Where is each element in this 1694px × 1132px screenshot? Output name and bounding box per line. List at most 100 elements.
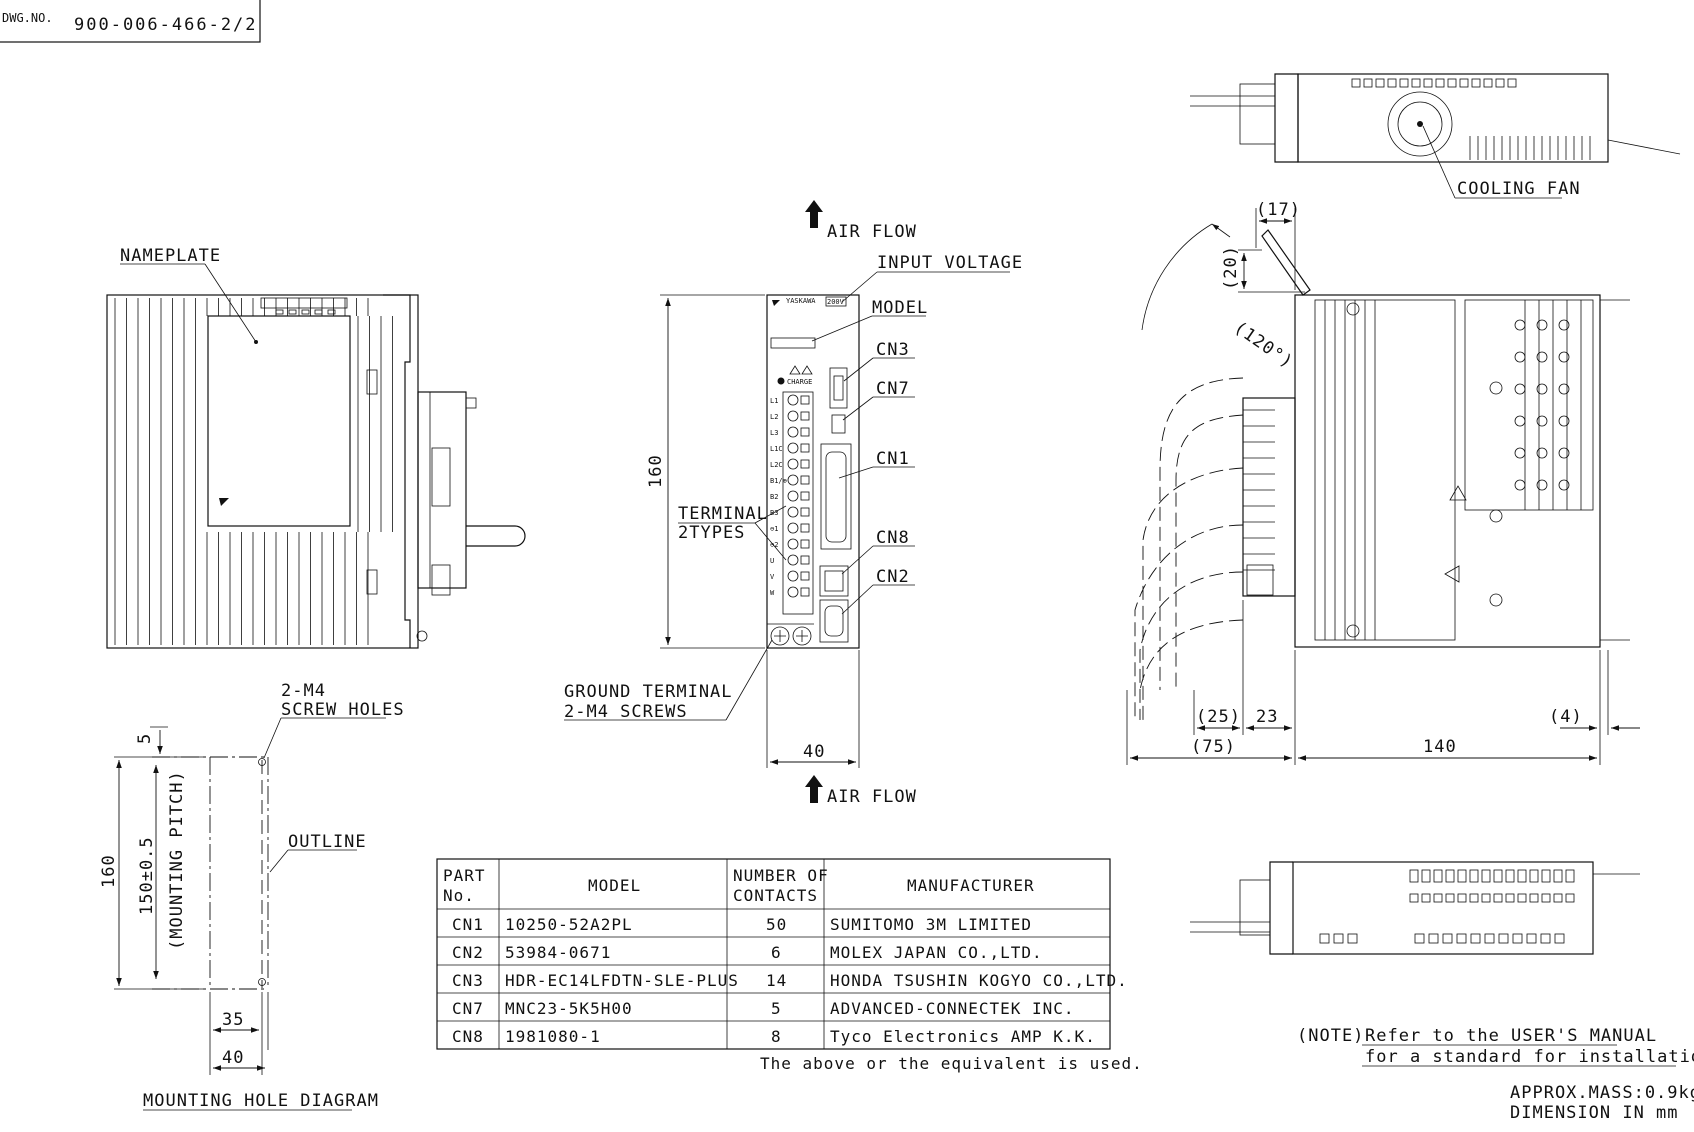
vent-slot	[1375, 78, 1385, 88]
bracket-tab-bottom	[366, 569, 378, 595]
nameplate-area	[207, 315, 351, 527]
vent-slot	[1456, 933, 1467, 944]
vent-dots	[275, 309, 336, 315]
right-side-view: (120°) (17) (20) (25) 23 (4) (75) 140	[1126, 200, 1640, 765]
side-4-dim: (4)	[1549, 707, 1583, 727]
angle-arc	[1141, 223, 1213, 331]
terminal-label: L3	[770, 429, 778, 437]
air-flow-top-label: AIR FLOW	[827, 222, 917, 242]
table-header-manufacturer: MANUFACTURER	[907, 876, 1035, 895]
voltage-badge	[825, 296, 847, 307]
nameplate-leader	[204, 263, 257, 343]
note-line2: for a standard for installation.	[1365, 1047, 1694, 1067]
terminal-socket	[800, 395, 810, 405]
table-cell-manufacturer: HONDA TSUSHIN KOGYO CO.,LTD.	[830, 971, 1128, 990]
table-cell-part: CN8	[452, 1027, 484, 1046]
screw-holes-line2: SCREW HOLES	[281, 700, 405, 720]
side-17-dim: (17)	[1256, 200, 1301, 220]
screw-icon	[1489, 593, 1503, 607]
vent-slot	[1421, 869, 1431, 883]
terminal-screw-icon	[787, 490, 799, 502]
cn8-port	[819, 565, 849, 597]
front-logo-icon	[772, 300, 780, 306]
vent-slot	[1469, 869, 1479, 883]
cooling-fan-label: COOLING FAN	[1457, 179, 1581, 199]
screw-holes-line1: 2-M4	[281, 681, 326, 701]
terminal-screw-icon	[787, 410, 799, 422]
vent-slot	[1447, 78, 1457, 88]
vent-slot	[1507, 78, 1517, 88]
table-row: CN3 HDR-EC14LFDTN-SLE-PLUS 14 HONDA TSUS…	[452, 971, 1128, 990]
vent-slot	[1512, 933, 1523, 944]
mounting-hole-diagram: 5 160 150±0.5 (MOUNTING PITCH) 35 40 2-M…	[99, 681, 405, 1111]
table-cell-model: 1981080-1	[505, 1027, 601, 1046]
vent-hole	[1536, 319, 1548, 331]
ground-screw-icon	[792, 626, 812, 646]
right-view-heatsink	[1464, 299, 1594, 511]
title-block-frame	[0, 0, 261, 43]
outline-label: OUTLINE	[288, 832, 367, 852]
top-view-cable	[1607, 139, 1681, 155]
terminal-screw-icon	[787, 394, 799, 406]
vent-slot	[1495, 78, 1505, 88]
terminal-block	[782, 391, 814, 615]
cn7-port	[831, 414, 846, 434]
vent-hole	[1514, 319, 1526, 331]
terminal-label: L2C	[770, 461, 783, 469]
vent-slot	[1351, 78, 1361, 88]
mh-pitch-note: (MOUNTING PITCH)	[167, 770, 187, 950]
vent-hole	[1514, 383, 1526, 395]
table-cell-contacts: 5	[771, 999, 782, 1018]
table-header-part-line1: PART	[443, 866, 486, 885]
terminal-socket	[800, 507, 810, 517]
cn8-label: CN8	[876, 528, 910, 548]
vent-hole	[1536, 447, 1548, 459]
vent-slot	[1399, 78, 1409, 88]
vent-slot	[1347, 933, 1358, 944]
vent-slot	[1484, 933, 1495, 944]
vent-slot	[1435, 78, 1445, 88]
table-header-contacts-line2: CONTACTS	[733, 886, 818, 905]
cable-bend	[1159, 377, 1244, 690]
vent-slot	[1541, 893, 1551, 903]
cable-bend	[1134, 524, 1244, 720]
side-connector-stack	[1242, 397, 1296, 597]
vent-slot	[1529, 893, 1539, 903]
vent-slot	[1505, 893, 1515, 903]
side-25-dim: (25)	[1196, 707, 1241, 727]
fan-hub-icon	[1417, 121, 1423, 127]
vent-slot	[1493, 893, 1503, 903]
vent-slot	[1459, 78, 1469, 88]
terminal-screw-icon	[787, 426, 799, 438]
cn3-socket	[833, 375, 844, 401]
table-cell-contacts: 8	[771, 1027, 782, 1046]
model-plate	[770, 337, 816, 349]
side-connector-ribs	[1243, 409, 1275, 571]
vent-hole	[1558, 319, 1570, 331]
vent-slot	[1498, 933, 1509, 944]
screw-icon	[1346, 624, 1360, 638]
air-flow-bottom-label: AIR FLOW	[827, 787, 917, 807]
vent-slot	[1540, 933, 1551, 944]
ground-label-line2: 2-M4 SCREWS	[564, 702, 688, 722]
vent-slot	[1421, 893, 1431, 903]
vent-slot	[288, 309, 297, 315]
connector-table: PART No. MODEL NUMBER OF CONTACTS MANUFA…	[436, 858, 1142, 1073]
terminal-socket	[800, 587, 810, 597]
heatsink-fins-bottom	[114, 532, 369, 645]
vent-slot	[1471, 78, 1481, 88]
terminal-label: W	[770, 589, 775, 597]
vent-hole	[1536, 351, 1548, 363]
vent-slot	[1333, 933, 1344, 944]
vent-slot	[1433, 893, 1443, 903]
cn2-leader	[841, 584, 874, 615]
vent-slot	[1526, 933, 1537, 944]
vent-slot	[1363, 78, 1373, 88]
terminal-socket	[800, 491, 810, 501]
right-view-body	[1294, 294, 1601, 648]
cable-bends	[1134, 377, 1244, 720]
vent-hole	[1536, 383, 1548, 395]
top-view-pin	[1190, 95, 1275, 107]
